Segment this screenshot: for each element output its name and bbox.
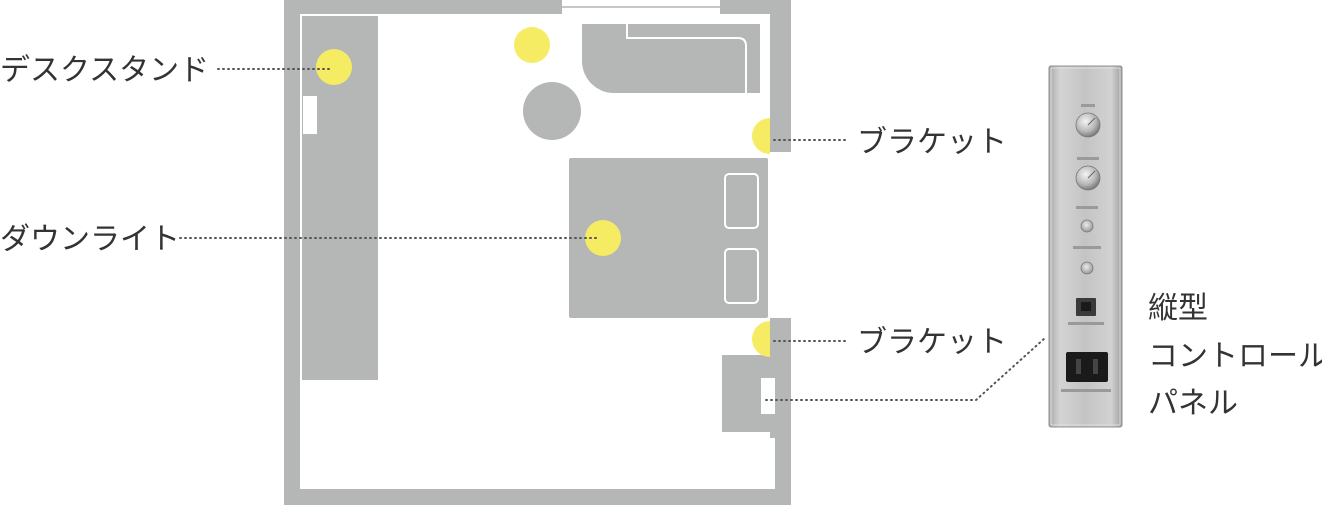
desk-stand-light: [316, 49, 352, 85]
label-bracket-upper: ブラケット: [857, 125, 1007, 160]
door-opening: [770, 152, 791, 318]
push-button-icon: [1080, 261, 1094, 275]
leader-control-panel: [765, 337, 1046, 401]
downlight: [585, 220, 621, 256]
round-table: [523, 82, 581, 140]
label-bracket-lower: ブラケット: [857, 325, 1007, 360]
panel-bezel: [1050, 67, 1121, 426]
label-control-panel-line1: 縦型: [1148, 291, 1208, 326]
label-downlight: ダウンライト: [0, 222, 180, 257]
pillow-upper: [724, 173, 759, 229]
sofa-stand-light: [514, 27, 550, 63]
label-desk-stand: デスクスタンド: [0, 53, 209, 88]
vertical-control-panel: [1048, 65, 1123, 428]
usb-port-icon: [1076, 298, 1096, 316]
push-button-icon: [1080, 219, 1094, 233]
knob-icon: [1075, 165, 1101, 191]
knob-icon: [1075, 112, 1101, 138]
pillow-lower: [724, 248, 759, 304]
furniture: [302, 16, 775, 432]
bracket-light-upper: [752, 118, 770, 154]
label-control-panel-line3: パネル: [1148, 386, 1238, 421]
control-panel-location: [761, 378, 775, 414]
desk-chair-notch: [303, 96, 317, 134]
lights: [316, 27, 770, 357]
label-control-panel-line2: コントロール: [1148, 339, 1322, 374]
power-outlet-icon: [1066, 352, 1108, 382]
sofa: [582, 24, 760, 93]
panel-tiny-markings: [1061, 104, 1111, 392]
bed: [569, 158, 768, 318]
room-floor-plan: [284, 0, 791, 505]
bracket-light-lower: [752, 321, 770, 357]
sofa-back-line: [626, 24, 747, 93]
labels: デスクスタンド ダウンライト ブラケット ブラケット 縦型 コントロール パネル: [0, 53, 1322, 421]
leader-lines: [179, 68, 1046, 401]
